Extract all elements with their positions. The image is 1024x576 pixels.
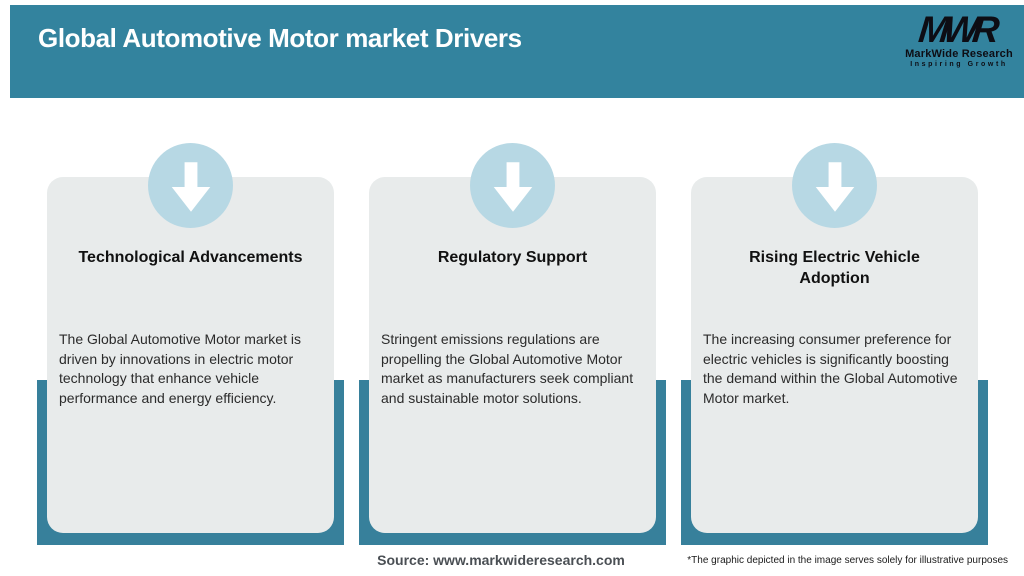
logo-name: MarkWide Research bbox=[905, 48, 1013, 60]
driver-card-technological-advancements: Technological Advancements The Global Au… bbox=[47, 177, 334, 533]
card-body: The increasing consumer preference for e… bbox=[703, 331, 958, 406]
logo-monogram: MWR bbox=[916, 9, 996, 50]
arrow-down-icon bbox=[815, 161, 854, 212]
page-title: Global Automotive Motor market Drivers bbox=[38, 23, 522, 53]
arrow-badge bbox=[148, 143, 233, 228]
card-body: The Global Automotive Motor market is dr… bbox=[59, 331, 301, 406]
arrow-down-icon bbox=[493, 161, 532, 212]
disclaimer-text: *The graphic depicted in the image serve… bbox=[687, 555, 1008, 566]
markwide-logo: MWR MarkWide Research Inspiring Growth bbox=[900, 9, 1018, 68]
driver-card-regulatory-support: Regulatory Support Stringent emissions r… bbox=[369, 177, 656, 533]
arrow-badge bbox=[470, 143, 555, 228]
card-title: Regulatory Support bbox=[437, 249, 588, 266]
header-bar: Global Automotive Motor market Drivers M… bbox=[10, 5, 1024, 98]
driver-card-rising-ev-adoption: Rising Electric Vehicle Adoption The inc… bbox=[691, 177, 978, 533]
arrow-down-icon bbox=[171, 161, 210, 212]
card-title: Technological Advancements bbox=[78, 249, 303, 266]
source-text: Source: www.markwideresearch.com bbox=[377, 552, 625, 568]
arrow-badge bbox=[792, 143, 877, 228]
card-body: Stringent emissions regulations are prop… bbox=[381, 331, 634, 406]
logo-tagline: Inspiring Growth bbox=[910, 61, 1008, 68]
card-title: Rising Electric Vehicle Adoption bbox=[749, 249, 920, 287]
